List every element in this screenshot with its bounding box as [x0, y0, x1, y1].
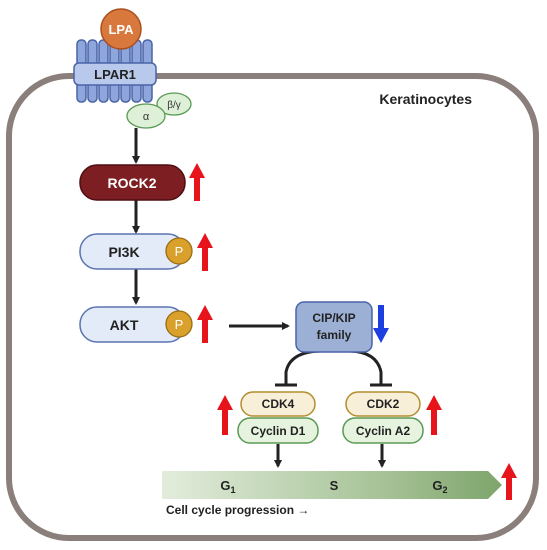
- cdk2-cyclina2-complex: CDK2 Cyclin A2: [342, 391, 424, 444]
- rock2-up-arrow: [189, 163, 205, 201]
- cdk4-label: CDK4: [262, 397, 295, 411]
- rock2-label: ROCK2: [107, 175, 156, 191]
- cip-kip-line2: family: [317, 328, 352, 342]
- pi3k-label: PI3K: [108, 244, 139, 260]
- cdk4-up-arrow: [217, 395, 233, 435]
- pathway-connectors: [132, 128, 392, 468]
- cdk2-label: CDK2: [367, 397, 400, 411]
- cdk2-up-arrow: [426, 395, 442, 435]
- akt-phospho: [165, 310, 193, 338]
- phase-g1: G1: [220, 478, 235, 495]
- pi3k-node: PI3K P: [79, 233, 193, 270]
- cell-cycle-bar: G1 S G2: [162, 471, 502, 499]
- cip-kip-down-arrow: [373, 305, 389, 343]
- cip-kip-line1: CIP/KIP: [312, 311, 355, 325]
- lpa-label: LPA: [108, 22, 134, 37]
- lpa-ligand: LPA: [100, 8, 142, 50]
- cell-cycle-caption: Cell cycle progression →: [166, 503, 309, 517]
- pi3k-up-arrow: [197, 233, 213, 271]
- cdk4-cyclind1-complex: CDK4 Cyclin D1: [237, 391, 319, 444]
- akt-phospho-label: P: [175, 317, 184, 332]
- g-protein: β/γ α: [126, 92, 192, 129]
- lpar1-label: LPAR1: [94, 67, 136, 82]
- cell-label: Keratinocytes: [379, 91, 472, 107]
- akt-up-arrow: [197, 305, 213, 343]
- pi3k-phospho: [165, 237, 193, 265]
- cyclin-a2-label: Cyclin A2: [356, 424, 411, 438]
- cell-cycle-up-arrow: [501, 463, 517, 500]
- cell-membrane: [6, 73, 539, 541]
- phase-s: S: [330, 478, 339, 493]
- g-beta-gamma-label: β/γ: [167, 100, 181, 111]
- phase-g2: G2: [432, 478, 447, 495]
- pi3k-phospho-label: P: [175, 244, 184, 259]
- akt-node: AKT P: [79, 306, 193, 343]
- cyclin-d1-label: Cyclin D1: [251, 424, 306, 438]
- regulation-arrows: [189, 163, 517, 500]
- g-alpha-label: α: [143, 111, 150, 123]
- akt-label: AKT: [110, 317, 139, 333]
- cip-kip-node: CIP/KIP family: [295, 301, 373, 353]
- rock2-node: ROCK2: [79, 164, 186, 201]
